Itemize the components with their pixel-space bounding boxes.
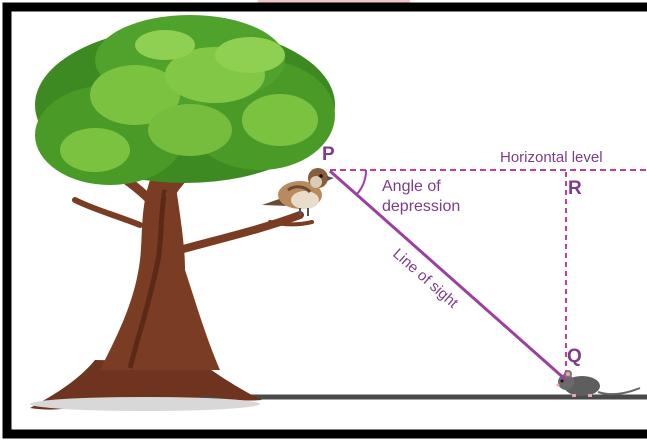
point-p-label: P: [322, 144, 335, 165]
point-r-label: R: [568, 178, 582, 199]
angle-label-line1: Angle of: [382, 178, 441, 195]
tree-shadow: [30, 397, 260, 411]
horizontal-level-label: Horizontal level: [500, 149, 603, 166]
angle-label-line2: depression: [382, 198, 460, 215]
point-q-label: Q: [567, 346, 582, 367]
twig: [270, 222, 312, 224]
